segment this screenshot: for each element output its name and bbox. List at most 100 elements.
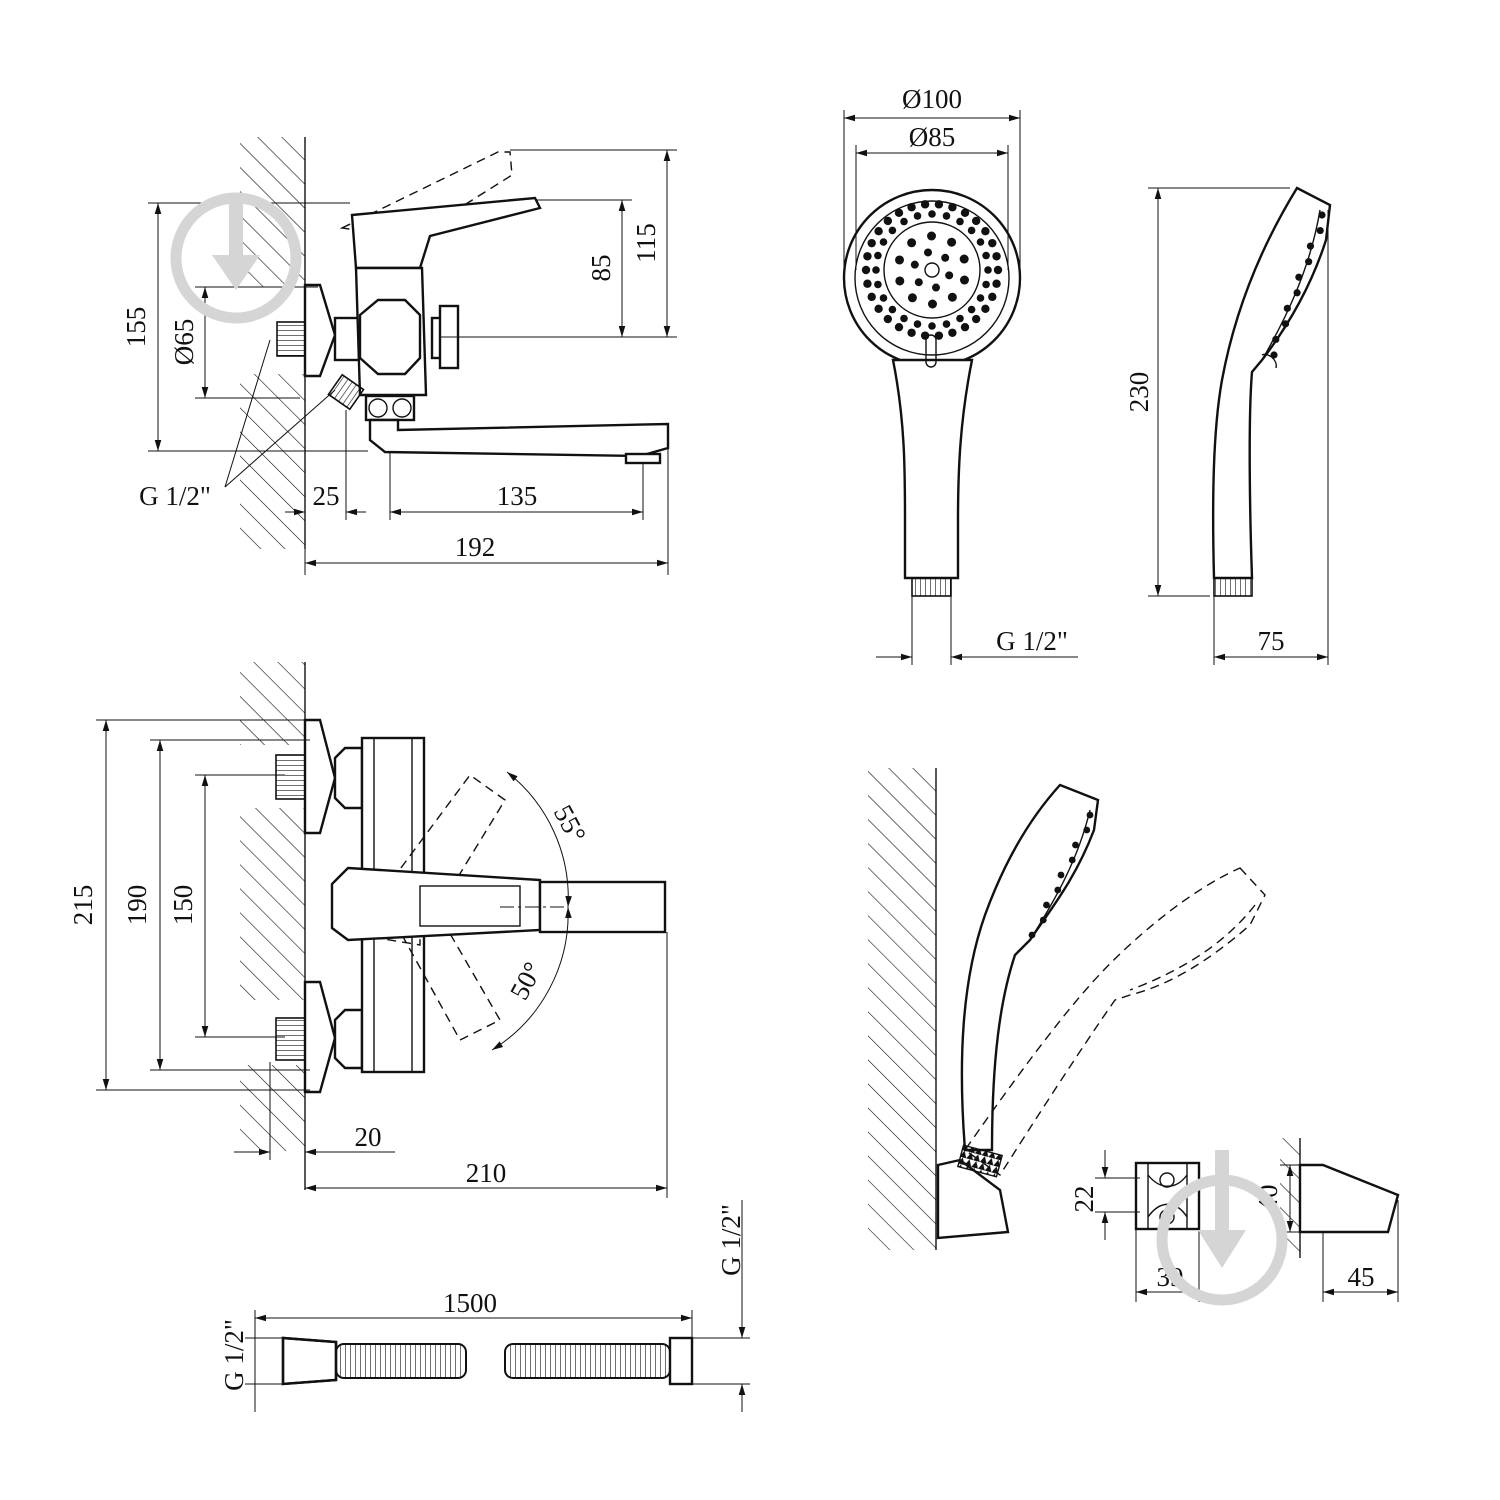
nozzle-dot	[976, 238, 985, 246]
nozzle-dot	[942, 320, 951, 328]
nozzle-dot	[967, 226, 976, 235]
nozzle-dot	[948, 203, 957, 212]
nozzle-dot	[907, 238, 917, 248]
hose-length: 1500	[443, 1288, 497, 1318]
shower-spray-ring	[883, 221, 981, 319]
nozzle-dot	[874, 304, 883, 313]
nozzle-dot	[861, 265, 871, 275]
holder-screw-top	[1159, 1172, 1175, 1188]
nozzle-dot	[992, 279, 1001, 288]
nozzle-dot	[941, 253, 950, 262]
spray-nozzles	[861, 200, 1003, 340]
hose-section-right	[504, 1343, 671, 1379]
nozzle-dot	[927, 299, 937, 309]
nozzle-dot	[867, 292, 876, 302]
spout	[368, 418, 670, 458]
angle-55: 55°	[548, 800, 592, 847]
nozzle-dot	[894, 322, 904, 332]
lower-nut	[333, 1008, 364, 1070]
nozzle-dot	[1057, 871, 1065, 879]
nozzle-dot	[1270, 351, 1278, 359]
outlet-circle-right	[392, 398, 412, 418]
nozzle-dot	[1043, 901, 1050, 909]
lever-handle	[350, 196, 542, 270]
nozzle-dot	[960, 322, 970, 332]
nozzle-dot	[1318, 211, 1326, 219]
dims-shower-side	[1148, 187, 1329, 665]
nozzle-dot	[948, 328, 957, 337]
outlet-circle-left	[368, 398, 388, 418]
nozzle-dot	[927, 231, 937, 241]
nozzle-dot	[928, 210, 936, 218]
wall-flange	[303, 283, 337, 378]
nozzle-dot	[982, 251, 990, 260]
nozzle-dot	[1083, 826, 1091, 834]
nozzle-dot	[976, 294, 985, 302]
hose-cone-nut	[281, 1336, 338, 1386]
nozzle-dot	[1316, 226, 1324, 235]
thread-label-top: G 1/2"	[139, 481, 211, 511]
shower-tilted-dashed	[964, 867, 1266, 1176]
hose-section-left	[335, 1343, 467, 1379]
nozzle-dot	[863, 279, 872, 288]
shower-handle	[891, 358, 974, 580]
nozzle-dot	[924, 248, 933, 257]
holder-bracket	[936, 1158, 1010, 1240]
nozzle-dot	[913, 212, 922, 220]
nozzle-dot	[1283, 304, 1291, 312]
dim-230: 230	[1124, 372, 1154, 413]
hose-thread-left: G 1/2"	[219, 1319, 249, 1391]
nozzle-dot	[874, 227, 883, 236]
nozzle-dot	[967, 305, 976, 314]
dim-155: 155	[121, 307, 151, 348]
eccentric-nut	[333, 316, 361, 362]
nozzle-dot	[1068, 856, 1076, 864]
nozzle-dot	[942, 212, 951, 220]
nozzle-dot	[879, 238, 888, 246]
watermark-logo-top-left	[170, 192, 302, 324]
side-nozzles	[1270, 211, 1326, 359]
nozzle-dot	[910, 260, 919, 269]
nozzle-dot	[900, 314, 908, 323]
nozzle-dot	[982, 280, 990, 289]
nozzle-dot	[879, 294, 888, 302]
upper-inlet-thread	[275, 754, 306, 800]
hand-shower-side: 230 75	[1124, 186, 1332, 665]
dim-150: 150	[168, 885, 198, 926]
nozzle-dot	[920, 200, 930, 209]
nozzle-dot	[1295, 273, 1303, 281]
mode-switch	[925, 334, 937, 368]
holder-details: 22 39 40 45	[1069, 1138, 1400, 1302]
lower-inlet-thread	[275, 1017, 306, 1061]
lever-rotated-up	[390, 774, 506, 891]
nozzle-dot	[1305, 258, 1313, 266]
dim-85: 85	[586, 255, 616, 282]
aerator	[624, 452, 662, 465]
shower-in-holder	[960, 783, 1100, 1152]
nozzle-dot	[883, 314, 893, 324]
outlet-thread	[327, 373, 365, 411]
faucet-top-view: 155 Ø65 85 115 G 1/2" 25 135 192	[121, 137, 677, 575]
nozzle-dot	[1039, 916, 1047, 924]
dim-d100: Ø100	[902, 84, 962, 114]
dim-65: Ø65	[169, 319, 199, 366]
nozzle-dot	[934, 331, 944, 340]
nozzle-dot	[1054, 886, 1062, 894]
dim-215: 215	[68, 885, 98, 926]
watermark-logo-bottom-right	[1156, 1150, 1288, 1306]
nozzle-dot	[993, 265, 1003, 275]
nozzle-dot	[1028, 931, 1036, 939]
nozzle-dot	[947, 237, 957, 247]
dim-20: 20	[355, 1122, 382, 1152]
nozzle-dot	[971, 314, 981, 324]
lower-flange	[303, 980, 337, 1094]
nozzle-dot	[900, 217, 908, 226]
shower-hose: 1500 G 1/2" G 1/2"	[219, 1200, 750, 1412]
dim-190: 190	[122, 885, 152, 926]
nozzle-dot	[895, 276, 905, 286]
holder-side-view	[1298, 1163, 1400, 1234]
nozzle-dot	[1281, 320, 1290, 328]
holder-shower-nozzles	[1028, 811, 1094, 939]
nozzle-dot	[956, 314, 964, 323]
angle-50: 50°	[504, 957, 548, 1004]
